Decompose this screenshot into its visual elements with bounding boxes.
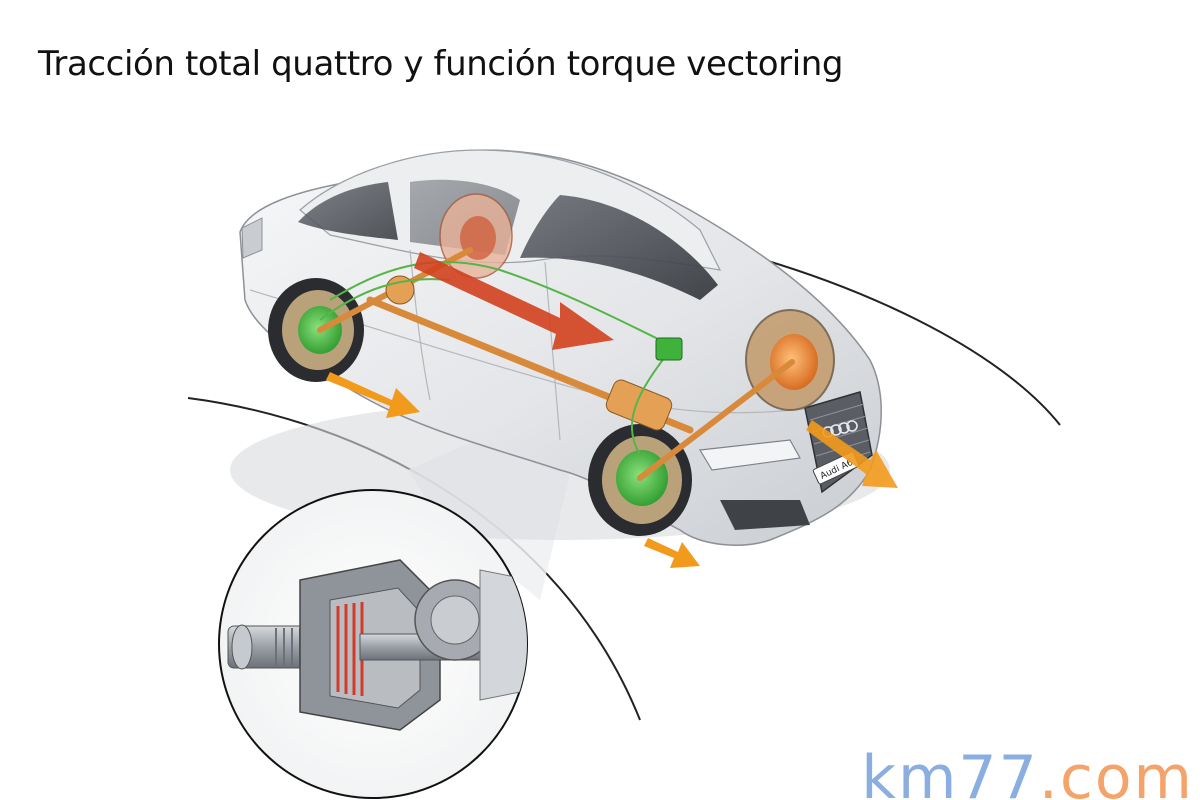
watermark-km77: km77	[861, 743, 1039, 800]
door-line-2	[544, 261, 561, 441]
hydraulic-lines	[319, 260, 671, 456]
front-bumper	[720, 500, 810, 530]
windshield	[520, 195, 718, 300]
watermark: km77.com	[861, 748, 1194, 800]
side-window-rear	[298, 182, 398, 240]
front-axle	[637, 359, 795, 481]
tail-light	[241, 217, 263, 259]
page-title: Tracción total quattro y función torque …	[38, 44, 844, 84]
drive-arrow-rear	[326, 372, 420, 418]
control-unit	[655, 337, 683, 361]
differential-detail-inset	[218, 489, 528, 799]
rear-left-wheel	[268, 278, 364, 382]
drive-arrow-front-right	[806, 420, 898, 488]
door-line	[409, 249, 431, 401]
watermark-com: .com	[1038, 743, 1194, 800]
drive-arrow-front-left	[644, 538, 700, 568]
torque-arrow	[414, 252, 614, 350]
headlight	[699, 439, 801, 471]
